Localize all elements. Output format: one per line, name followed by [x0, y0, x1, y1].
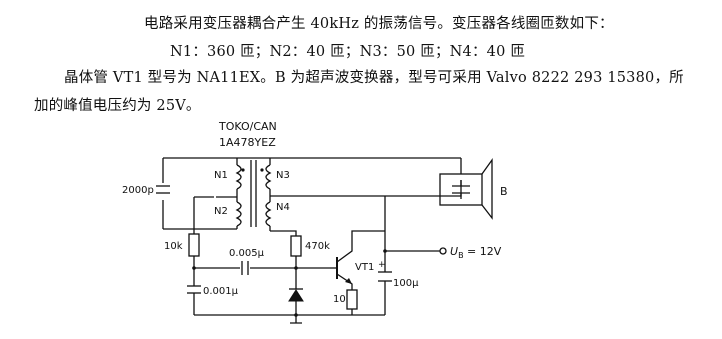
supply-sub: B: [458, 251, 464, 260]
resistor-470k: [290, 235, 302, 257]
n1-label: N1: [214, 170, 228, 181]
diode: [288, 288, 304, 302]
cap-100u-polarity: +: [378, 260, 386, 270]
resistor-10k-label: 10k: [164, 241, 183, 252]
description-line-1: 电路采用变压器耦合产生 40kHz 的振荡信号。变压器各线圈匝数如下：: [144, 16, 614, 32]
resistor-10: [346, 289, 358, 310]
description-line-3: 晶体管 VT1 型号为 NA11EX。B 为超声波变换器，型号可采用 Valvo…: [64, 70, 684, 86]
cap-100u-label: 100μ: [393, 278, 419, 289]
transistor-vt1: [330, 230, 385, 290]
description-line-4: 加的峰值电压约为 25V。: [34, 98, 201, 114]
cap-100u: [378, 271, 392, 282]
transducer-box: [439, 173, 483, 206]
resistor-470k-label: 470k: [305, 241, 330, 252]
speaker-cone: [481, 157, 493, 220]
cap-0005u-label: 0.005μ: [229, 248, 265, 259]
cap-0001u: [187, 285, 201, 294]
cap-0005u: [241, 261, 249, 275]
transducer-label: B: [500, 185, 508, 198]
n3-label: N3: [276, 170, 290, 181]
cap-2000p-label: 2000p: [122, 185, 154, 196]
supply-value: = 12V: [464, 245, 502, 258]
n4-label: N4: [276, 202, 290, 213]
transducer-element: [452, 180, 470, 199]
transformer-maker-label: TOKO/CAN: [218, 120, 277, 133]
cap-2000p: [156, 185, 170, 194]
winding-n3: [265, 164, 272, 190]
dot-n3: [260, 168, 264, 172]
resistor-10-label: 10: [333, 294, 346, 305]
tap-left-wire: [193, 196, 214, 229]
n4-bias-wire: [270, 230, 297, 236]
winding-n2: [235, 201, 242, 227]
dot-n1: [241, 168, 245, 172]
transistor-label: VT1: [355, 262, 374, 273]
description-line-2: N1：360 匝；N2：40 匝；N3：50 匝；N4：40 匝: [170, 44, 526, 60]
supply-symbol: U: [450, 245, 458, 258]
winding-n4: [265, 201, 272, 227]
svg-text:UB = 12V: UB = 12V: [450, 245, 502, 260]
transformer-core: [250, 160, 257, 227]
supply-terminal: [439, 247, 447, 255]
resistor-10k: [188, 233, 200, 257]
cap-0001u-label: 0.001μ: [203, 286, 239, 297]
winding-n1: [235, 164, 242, 190]
n2-label: N2: [214, 206, 228, 217]
transformer-part-label: 1A478YEZ: [219, 136, 276, 149]
